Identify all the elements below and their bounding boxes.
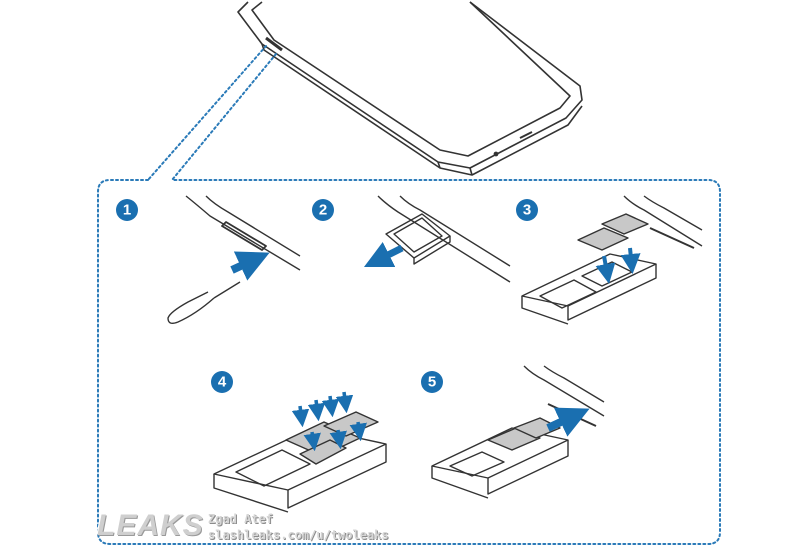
step-badge-1: 1 (116, 199, 138, 221)
sim-tray-icon (521, 253, 657, 325)
svg-text:2: 2 (319, 202, 327, 219)
step-2-illustration (363, 195, 511, 283)
sim-card-icon (577, 213, 649, 251)
ejection-pin-icon (167, 281, 241, 325)
svg-text:4: 4 (218, 374, 227, 391)
step-badge-3: 3 (516, 199, 538, 221)
sim-tray-icon (431, 427, 569, 499)
step-4-illustration (213, 391, 387, 513)
svg-text:1: 1 (123, 202, 131, 219)
callout-border (97, 45, 721, 545)
step-1-illustration (167, 195, 301, 325)
sim-tray-icon (385, 213, 451, 265)
sim-tray-icon (213, 427, 387, 513)
step-3-illustration (521, 195, 703, 325)
step-badge-2: 2 (312, 199, 334, 221)
watermark-logo: LEAKS (97, 509, 204, 542)
step-badge-5: 5 (421, 371, 443, 393)
svg-text:5: 5 (428, 374, 436, 391)
step-5-illustration (431, 365, 605, 499)
phone-illustration (237, 1, 583, 176)
step-badge-4: 4 (211, 371, 233, 393)
watermark-url: slashleaks.com/u/twoleaks (208, 528, 389, 542)
sim-card-icon (285, 411, 379, 465)
svg-text:3: 3 (523, 202, 531, 219)
watermark-author: Zgad Atef (208, 512, 274, 526)
